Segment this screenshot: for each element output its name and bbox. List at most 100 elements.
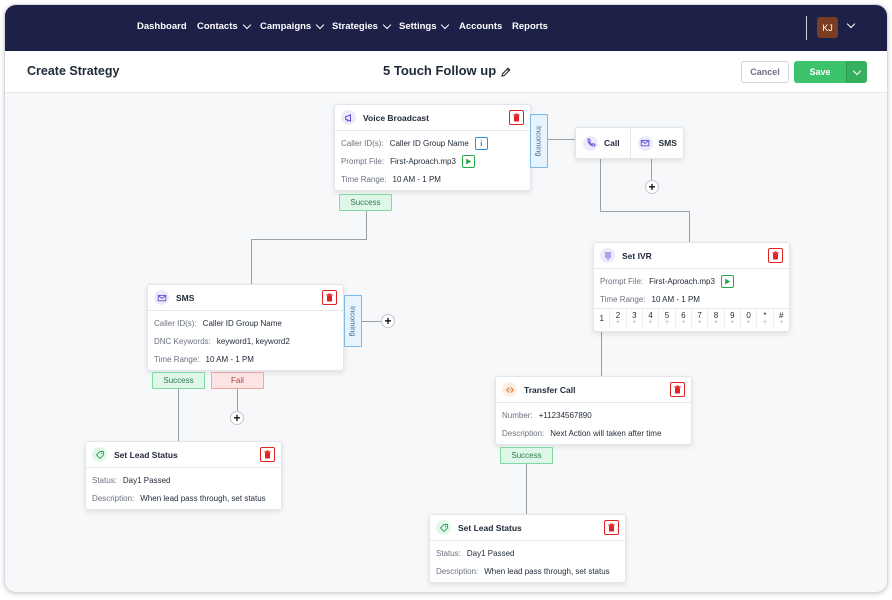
ivr-key-9[interactable]: 9+	[723, 309, 740, 328]
description-row: Description: When lead pass through, set…	[430, 562, 625, 580]
nav-label: Campaigns	[260, 21, 312, 32]
ivr-key-3[interactable]: 3+	[625, 309, 642, 328]
ivr-keypad: 1 2+ 3+ 4+ 5+ 6+ 7+ 8+ 9+ 0+ *+ #+	[594, 308, 789, 328]
nav-item-reports[interactable]: Reports	[512, 21, 548, 32]
number-row: Number: +11234567890	[496, 406, 691, 424]
trash-icon[interactable]	[670, 382, 685, 397]
key-label: 9	[730, 311, 735, 320]
plus-icon: +	[714, 320, 718, 326]
sms-option[interactable]: SMS	[629, 128, 684, 158]
fail-branch-tag[interactable]: Fail	[211, 372, 264, 389]
node-title: Set Lead Status	[458, 522, 522, 533]
plus-icon: +	[779, 320, 784, 326]
node-header: Set Lead Status	[86, 442, 281, 468]
trash-icon[interactable]	[768, 248, 783, 263]
ivr-key-6[interactable]: 6+	[674, 309, 691, 328]
ivr-key-7[interactable]: 7+	[690, 309, 707, 328]
field-value: keyword1, keyword2	[216, 336, 290, 346]
ivr-key-4[interactable]: 4+	[641, 309, 658, 328]
pencil-icon[interactable]	[500, 65, 512, 83]
ivr-key-star[interactable]: *+	[756, 309, 772, 328]
sms-label: SMS	[658, 138, 677, 148]
key-label: 4	[648, 311, 653, 320]
app-window: Dashboard Contacts Campaigns Strategies …	[4, 4, 888, 593]
voice-broadcast-node[interactable]: Voice Broadcast Caller ID(s): Caller ID …	[334, 104, 531, 191]
nav-item-contacts[interactable]: Contacts	[197, 20, 251, 32]
connector-line	[178, 388, 179, 442]
node-header: Voice Broadcast	[335, 105, 530, 131]
play-icon[interactable]	[461, 154, 475, 168]
ivr-key-1[interactable]: 1	[594, 309, 609, 328]
trash-icon[interactable]	[322, 290, 337, 305]
chevron-down-icon	[315, 20, 325, 30]
nav-label: Reports	[512, 21, 548, 32]
success-branch-tag[interactable]: Success	[152, 372, 205, 389]
plus-icon: +	[697, 320, 702, 326]
add-step-button[interactable]: +	[645, 180, 659, 194]
nav-item-dashboard[interactable]: Dashboard	[137, 21, 187, 32]
account-menu-toggle[interactable]	[846, 19, 856, 29]
key-label: 7	[697, 311, 702, 320]
cancel-button[interactable]: Cancel	[741, 61, 789, 83]
time-range-row: Time Range: 10 AM - 1 PM	[335, 170, 530, 188]
connector-line	[366, 211, 367, 239]
success-branch-tag[interactable]: Success	[500, 447, 553, 464]
connector-line	[600, 211, 690, 212]
call-option[interactable]: Call	[576, 128, 630, 158]
ivr-key-2[interactable]: 2+	[609, 309, 625, 328]
set-lead-status-node[interactable]: Set Lead Status Status: Day1 Passed Desc…	[85, 441, 282, 510]
ivr-key-0[interactable]: 0+	[739, 309, 756, 328]
plus-icon: +	[746, 320, 751, 326]
nav-item-campaigns[interactable]: Campaigns	[260, 20, 325, 32]
nav-item-settings[interactable]: Settings	[399, 20, 450, 32]
field-value: +11234567890	[538, 410, 592, 420]
set-ivr-node[interactable]: Set IVR Prompt File: First-Aproach.mp3 T…	[593, 242, 790, 332]
field-label: Prompt File:	[341, 156, 385, 166]
caller-id-row: Caller ID(s): Caller ID Group Name i	[335, 134, 530, 152]
plus-icon: +	[648, 320, 653, 326]
transfer-call-node[interactable]: Transfer Call Number: +11234567890 Descr…	[495, 376, 692, 445]
success-branch-tag[interactable]: Success	[339, 194, 392, 211]
nav-item-strategies[interactable]: Strategies	[332, 20, 392, 32]
key-label: *	[763, 311, 767, 320]
add-step-button[interactable]: +	[230, 411, 244, 425]
incoming-branch-tag[interactable]: Incoming	[530, 114, 548, 168]
save-button[interactable]: Save	[794, 61, 846, 83]
set-lead-status-node[interactable]: Set Lead Status Status: Day1 Passed Desc…	[429, 514, 626, 583]
connector-line	[237, 388, 238, 412]
chevron-down-icon	[382, 20, 392, 30]
ivr-key-8[interactable]: 8+	[707, 309, 723, 328]
nav-item-accounts[interactable]: Accounts	[459, 21, 502, 32]
prompt-file-row: Prompt File: First-Aproach.mp3	[594, 272, 789, 290]
field-label: Time Range:	[600, 294, 646, 304]
nav-label: Contacts	[197, 21, 238, 32]
field-label: Time Range:	[341, 174, 387, 184]
add-step-button[interactable]: +	[381, 314, 395, 328]
trash-icon[interactable]	[604, 520, 619, 535]
flow-canvas[interactable]: Voice Broadcast Caller ID(s): Caller ID …	[5, 94, 887, 592]
field-value: 10 AM - 1 PM	[651, 294, 700, 304]
ivr-key-5[interactable]: 5+	[658, 309, 674, 328]
field-label: Number:	[502, 410, 533, 420]
field-value: Day1 Passed	[122, 475, 171, 485]
incoming-branch-tag[interactable]: Incoming	[344, 295, 362, 347]
connector-line	[689, 211, 690, 244]
node-header: SMS	[148, 285, 343, 311]
plus-icon: +	[665, 320, 669, 326]
nav-divider	[806, 16, 807, 40]
field-value: Day1 Passed	[466, 548, 515, 558]
trash-icon[interactable]	[509, 110, 524, 125]
connector-line	[600, 159, 601, 212]
ivr-key-hash[interactable]: #+	[772, 309, 789, 328]
sms-node[interactable]: SMS Caller ID(s): Caller ID Group Name D…	[147, 284, 344, 371]
field-label: Status:	[436, 548, 461, 558]
info-icon[interactable]: i	[474, 136, 488, 150]
key-label: 8	[713, 311, 719, 320]
trash-icon[interactable]	[260, 447, 275, 462]
save-options-button[interactable]	[846, 61, 867, 83]
call-sms-node[interactable]: Call SMS	[575, 127, 684, 159]
avatar[interactable]: KJ	[817, 17, 838, 38]
status-row: Status: Day1 Passed	[430, 544, 625, 562]
node-title: Voice Broadcast	[363, 112, 429, 123]
play-icon[interactable]	[720, 274, 734, 288]
